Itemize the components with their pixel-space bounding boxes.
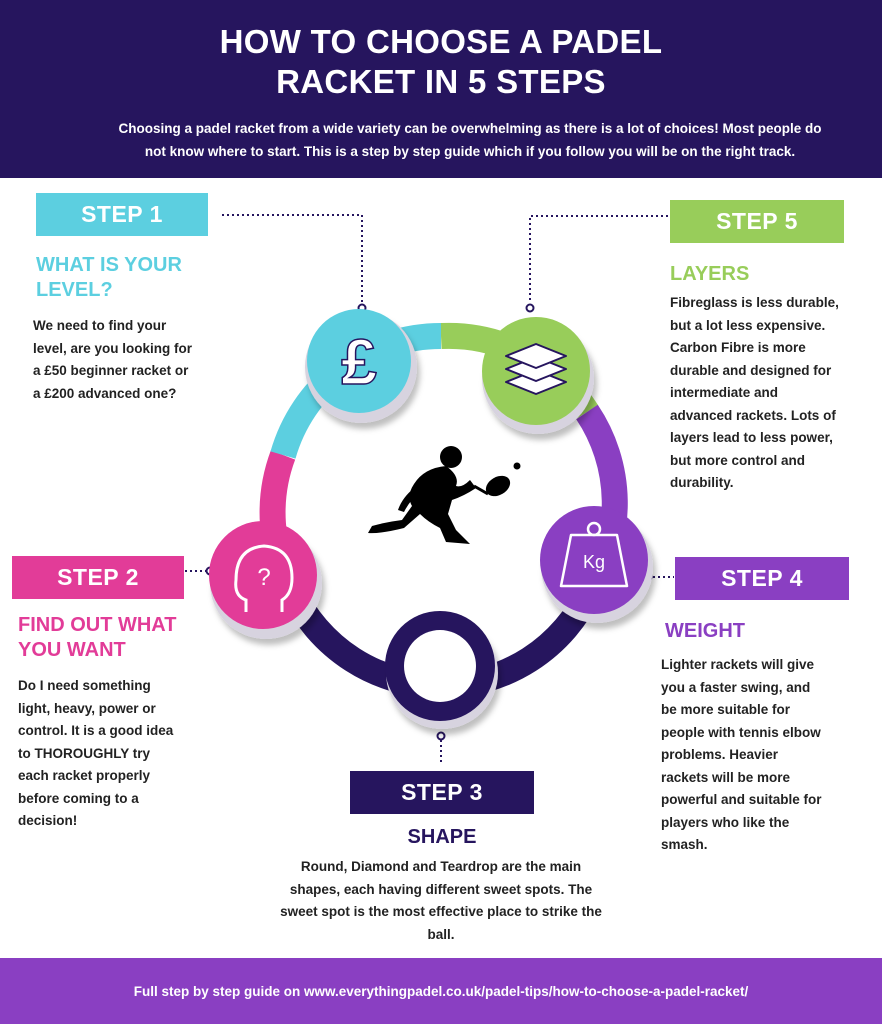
title-line-1: HOW TO CHOOSE A PADEL [219,23,663,60]
step1-label-box: STEP 1 [36,193,208,236]
step2-body: Do I need something light, heavy, power … [18,678,174,828]
step1-heading: WHAT IS YOUR LEVEL? [36,254,182,301]
kg-label: Kg [583,552,605,572]
step5-heading: LAYERS [670,263,750,285]
connector-step1 [222,214,363,303]
step4-heading: WEIGHT [665,620,745,642]
step5-body: Fibreglass is less durable, but a lot le… [670,295,839,490]
step2-label: STEP 2 [57,564,139,590]
connector-step5 [529,215,668,303]
intro-text: Choosing a padel racket from a wide vari… [90,117,850,163]
footer-banner: Full step by step guide on www.everythin… [0,958,882,1024]
step4-label: STEP 4 [721,565,803,591]
step1-body: We need to find your level, are you look… [33,318,193,401]
intro-line-1: Choosing a padel racket from a wide vari… [118,121,822,136]
step5-label-box: STEP 5 [670,200,844,243]
step5-label: STEP 5 [716,208,798,234]
header-banner: HOW TO CHOOSE A PADEL RACKET IN 5 STEPS … [0,0,882,178]
kg-weight-icon: Kg [559,521,629,588]
title-line-2: RACKET IN 5 STEPS [276,63,606,100]
question-head-icon [234,544,294,612]
step3-heading: SHAPE [407,826,477,848]
step3-icon-circle [385,611,498,729]
pound-icon: £ [341,326,377,398]
step3-label: STEP 3 [401,779,483,805]
step3-body: Round, Diamond and Teardrop are the main… [280,859,602,942]
step3-label-box: STEP 3 [350,771,534,814]
step1-label: STEP 1 [81,201,163,227]
connector-lines [185,214,674,765]
step4-icon-circle: Kg [540,506,653,623]
padel-player-icon [368,446,521,544]
footer-link-text[interactable]: Full step by step guide on www.everythin… [133,983,749,999]
step2-label-box: STEP 2 [12,556,184,599]
page-title: HOW TO CHOOSE A PADEL RACKET IN 5 STEPS [0,22,882,102]
step1-icon-circle: £ [305,309,417,423]
step2-icon-circle: ? [209,521,322,639]
intro-line-2: not know where to start. This is a step … [144,144,796,159]
question-mark: ? [257,564,270,591]
step2-heading: FIND OUT WHAT YOU WANT [18,614,177,661]
step4-label-box: STEP 4 [675,557,849,600]
step4-body: Lighter rackets will give you a faster s… [661,657,822,852]
step5-icon-circle [482,317,594,434]
layers-icon [505,343,567,395]
ring-icon [404,630,476,702]
